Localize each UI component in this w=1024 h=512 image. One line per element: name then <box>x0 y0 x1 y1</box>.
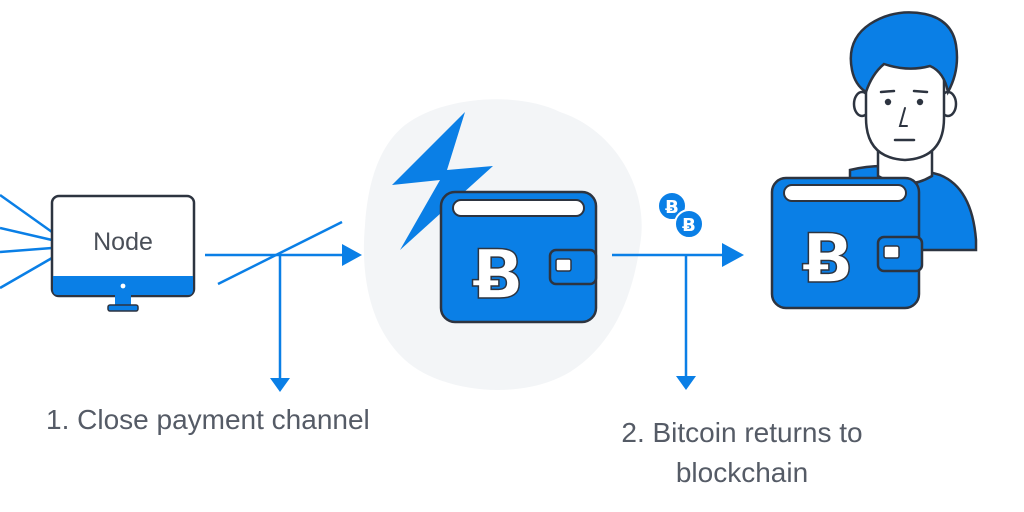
arrow-icon <box>270 378 290 392</box>
incoming-lines <box>0 193 53 290</box>
wallet-icon: Ƀ <box>439 190 598 324</box>
lightning-bolt-icon <box>392 112 493 250</box>
step-1-caption: 1. Close payment channel <box>46 404 370 435</box>
step1-connector <box>205 220 345 380</box>
svg-text:Ƀ: Ƀ <box>682 215 696 236</box>
arrow-icon <box>722 243 744 267</box>
wallet-icon: Ƀ <box>770 176 924 310</box>
node-label: Node <box>93 228 153 256</box>
bitcoin-symbol: Ƀ <box>802 220 854 299</box>
svg-text:Ƀ: Ƀ <box>665 197 679 218</box>
arrow-icon <box>676 376 696 390</box>
step2-connector <box>612 253 725 378</box>
coins-icon: Ƀ Ƀ <box>657 191 704 239</box>
bitcoin-symbol: Ƀ <box>472 236 524 315</box>
computer-icon: Node <box>50 194 196 312</box>
step-2-caption: 2. Bitcoin returns to blockchain <box>621 417 863 488</box>
arrow-icon <box>342 244 362 266</box>
